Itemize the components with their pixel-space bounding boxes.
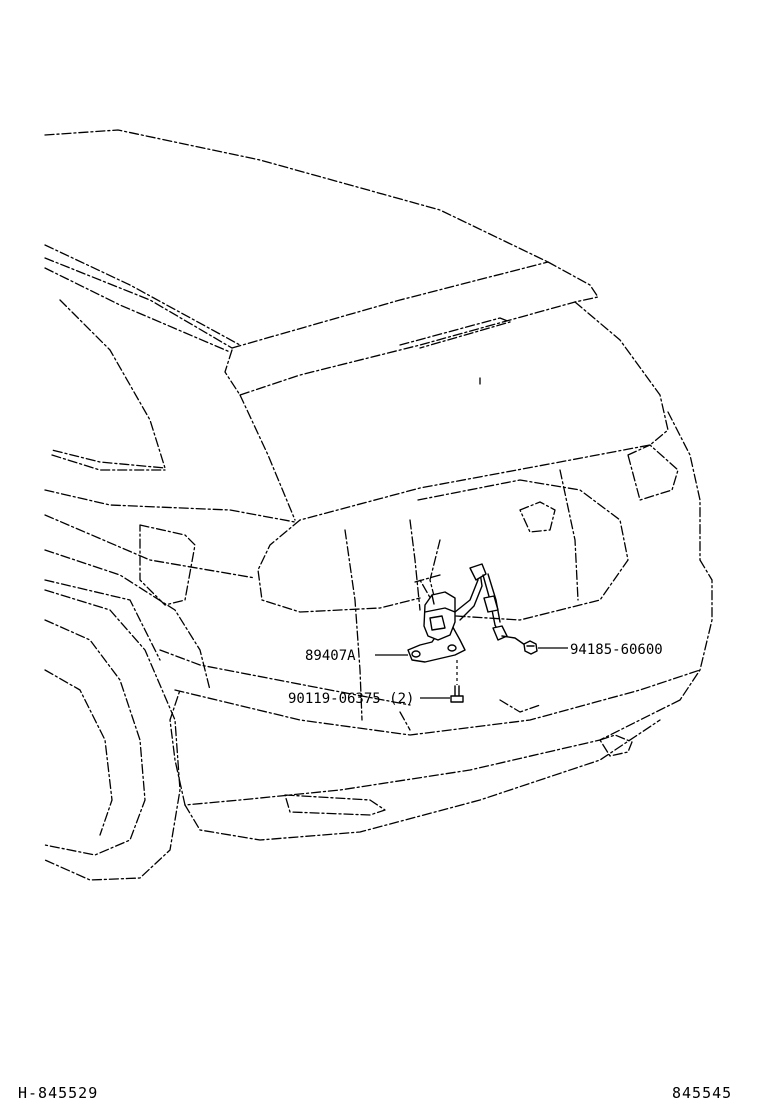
vehicle-roof bbox=[44, 129, 599, 396]
body-seams bbox=[344, 519, 441, 721]
rear-wheel bbox=[44, 579, 181, 881]
vehicle-side bbox=[44, 267, 296, 691]
part-label-nut: 94185-60600 bbox=[570, 642, 663, 658]
rear-bumper bbox=[159, 559, 713, 841]
bolt-part bbox=[450, 660, 464, 703]
drawing-ref-left: H-845529 bbox=[18, 1084, 99, 1102]
height-sensor-assembly bbox=[407, 563, 526, 663]
part-label-sensor: 89407A bbox=[305, 648, 356, 664]
rear-hatch bbox=[239, 301, 701, 621]
part-label-bolt: 90119-06375 (2) bbox=[288, 691, 414, 707]
nut-part bbox=[523, 640, 538, 655]
drawing-ref-right: 845545 bbox=[672, 1084, 733, 1102]
leader-lines bbox=[375, 647, 568, 699]
